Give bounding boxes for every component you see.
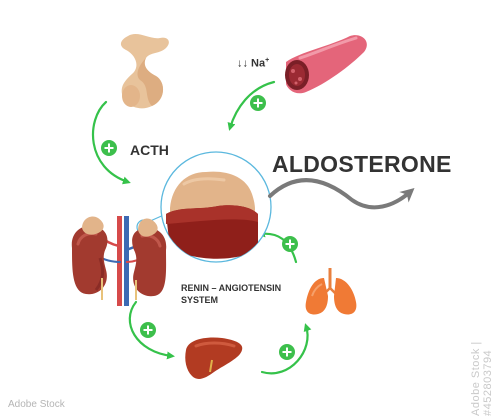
plus-icon <box>250 95 266 111</box>
output-arrow <box>268 178 415 210</box>
stock-id-watermark: Adobe Stock | #452803794 <box>470 341 494 416</box>
kidneys <box>71 216 167 306</box>
lungs <box>305 268 357 315</box>
ras-label-line2: SYSTEM <box>181 295 219 305</box>
sodium-label: ↓↓ Na+ <box>237 57 269 70</box>
plus-icon <box>101 140 117 156</box>
ras-label-line1: RENIN – ANGIOTENSIN <box>181 283 282 293</box>
blood-vessel <box>285 35 367 94</box>
plus-icon <box>140 322 156 338</box>
plus-icon <box>279 344 295 360</box>
zoom-circle <box>160 151 272 263</box>
green-arrows <box>92 80 312 375</box>
acth-label: ACTH <box>130 142 169 158</box>
brand-watermark: Adobe Stock <box>8 399 65 410</box>
aldosterone-title: ALDOSTERONE <box>272 151 452 177</box>
sodium-text: ↓↓ Na <box>237 57 266 70</box>
liver <box>185 337 243 379</box>
pituitary-gland <box>120 34 169 109</box>
plus-icon <box>282 236 298 252</box>
sodium-charge: + <box>265 57 270 64</box>
ras-label: RENIN – ANGIOTENSIN SYSTEM <box>181 282 341 306</box>
